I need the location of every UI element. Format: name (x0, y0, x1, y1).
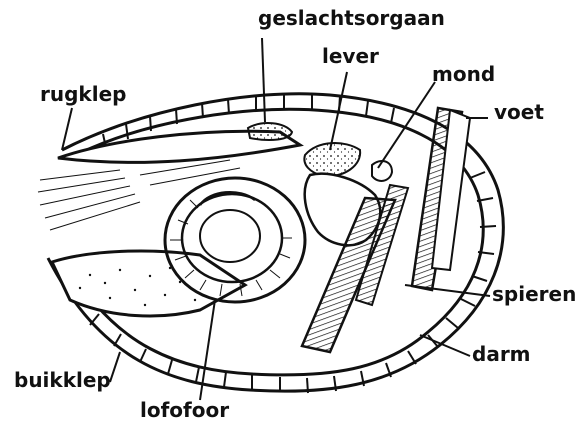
label-darm: darm (472, 344, 531, 364)
ventral-valve (52, 251, 245, 316)
label-lever: lever (322, 46, 379, 66)
label-buikklep: buikklep (14, 370, 111, 390)
label-spieren: spieren (492, 284, 576, 304)
label-voet: voet (494, 102, 544, 122)
liver (304, 143, 360, 176)
label-geslachtsorgaan: geslachtsorgaan (258, 8, 445, 28)
label-lofofoor: lofofoor (140, 400, 229, 420)
gonad (248, 123, 292, 140)
label-mond: mond (432, 64, 495, 84)
label-rugklep: rugklep (40, 84, 126, 104)
